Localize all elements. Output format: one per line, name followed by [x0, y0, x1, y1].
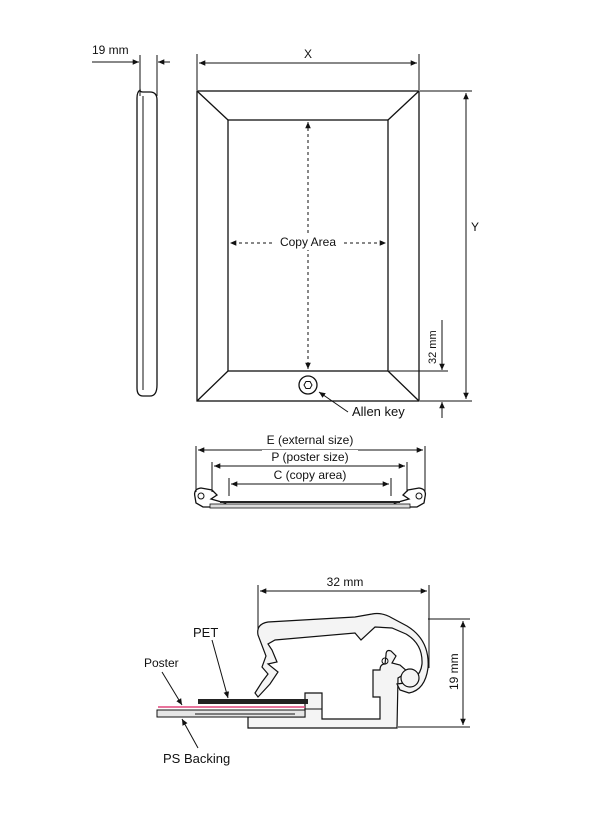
depth-label: 19 mm — [92, 43, 129, 57]
allen-key-screw-icon — [298, 375, 318, 395]
height-label: Y — [471, 220, 479, 234]
allen-key-label: Allen key — [352, 404, 405, 419]
pet-layer — [198, 699, 308, 704]
section-backing — [209, 503, 411, 509]
ps-backing-label: PS Backing — [163, 751, 230, 766]
side-view: 19 mm — [92, 43, 170, 397]
width-label: X — [304, 47, 312, 61]
profile-width-label: 32 mm — [327, 575, 364, 589]
external-size-label: E (external size) — [267, 433, 354, 447]
outer-frame — [196, 90, 420, 402]
pet-leader — [211, 639, 230, 699]
side-profile-outline — [136, 88, 158, 397]
poster-size-label: P (poster size) — [271, 450, 348, 464]
profile-detail: 32 mm 19 mm PET Poster PS Backing — [144, 575, 470, 766]
copy-area-size-label: C (copy area) — [274, 468, 347, 482]
poster-leader — [161, 671, 183, 706]
poster-label: Poster — [144, 656, 179, 670]
section-view: E (external size) P (poster size) C (cop… — [193, 433, 427, 509]
inner-opening — [227, 119, 389, 372]
snap-pivot — [400, 668, 420, 688]
allen-key-leader — [318, 391, 349, 413]
profile-height-label: 19 mm — [447, 653, 461, 690]
bottom-rail-label: 32 mm — [427, 330, 439, 364]
pet-label: PET — [193, 625, 218, 640]
section-pet-layer — [220, 501, 400, 503]
backing-leader — [181, 718, 199, 749]
front-view: X Y Copy Area 32 mm Allen key — [196, 47, 479, 419]
snap-lever — [254, 612, 429, 698]
copy-area-label: Copy Area — [280, 235, 336, 249]
